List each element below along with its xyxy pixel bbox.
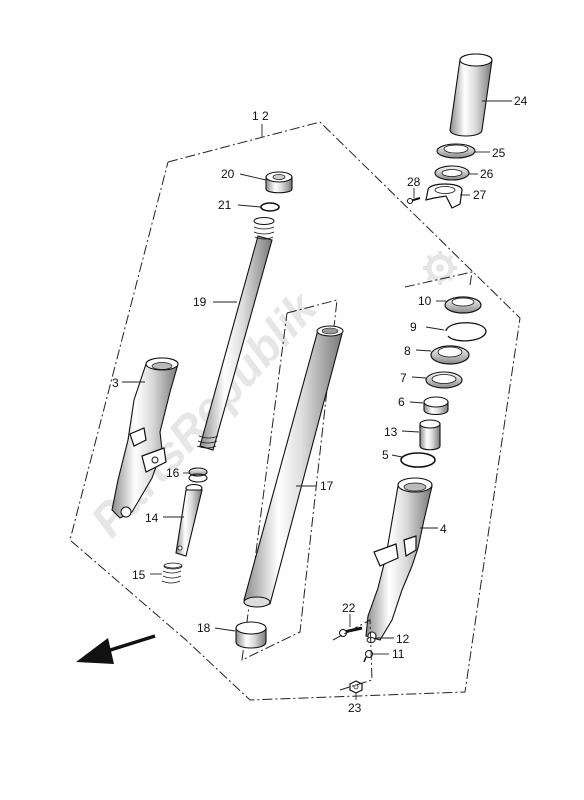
washer-part-26 [434,165,470,181]
callout-24: 24 [514,94,528,108]
callout-7: 7 [400,371,407,385]
oil-seal-part-10 [444,296,482,314]
callout-8: 8 [404,344,411,358]
callout-14: 14 [145,511,159,525]
callout-10: 10 [418,294,432,308]
bush-part-18 [235,621,267,649]
leader-21 [237,204,262,208]
callout-26: 26 [480,167,494,181]
seal-part-8 [430,345,470,365]
callout-28: 28 [407,175,421,189]
callout-18: 18 [197,621,211,635]
ring-part-5 [400,452,436,468]
bush-part-6 [423,396,449,416]
spring-part-15 [161,562,183,584]
callout-11: 11 [392,647,405,661]
leader-5 [391,454,403,458]
gear-icon [423,251,457,285]
ring-part-16 [188,467,208,483]
callout-3: 3 [112,376,119,390]
outer-tube-part-3 [111,357,179,519]
inner-tube-outline [241,299,338,661]
bolt-part-22 [339,626,363,637]
leader-18 [214,627,236,632]
callout-22: 22 [342,601,356,615]
callout-20: 20 [221,167,235,181]
callout-6: 6 [398,395,405,409]
leader-9 [425,326,445,331]
damper-rod-part-19 [196,217,275,451]
callout-25: 25 [492,146,506,160]
cylinder-part-13 [419,419,441,451]
cap-bolt-part-20 [265,171,293,194]
inner-tube-part-17 [243,325,344,608]
hardware-outline [332,619,373,691]
callout-13: 13 [384,425,398,439]
callout-9: 9 [410,320,417,334]
leader-8 [415,349,432,352]
assembly-outline [69,121,521,701]
callout-4: 4 [440,522,447,536]
callout-19: 19 [193,295,207,309]
callout-5: 5 [382,448,389,462]
outer-tube-part-4 [365,477,433,641]
fork-boot-part-24 [449,53,493,137]
leader-13 [401,430,420,433]
rod-part-14 [175,483,203,557]
leader-6 [409,401,424,404]
callout-12: 12 [396,632,410,646]
nut-part-23 [349,680,363,694]
callout-17: 17 [320,479,334,493]
clamp-part-27 [425,183,463,209]
washer-part-7 [425,371,463,389]
callout-15: 15 [132,568,146,582]
nut-part-25 [436,143,476,159]
outer-tube-outline [404,271,473,288]
o-ring-part-21 [260,202,280,212]
leader-20 [239,173,267,181]
arrow-down-left-icon [76,634,156,664]
screw-part-28 [407,197,421,204]
callout-21: 21 [218,198,232,212]
callout-27: 27 [473,188,487,202]
callout-16: 16 [166,466,180,480]
clip-part-9 [445,322,487,342]
callout-23: 23 [348,701,362,715]
leader-7 [411,376,427,379]
group-label: 1 2 [252,109,269,123]
